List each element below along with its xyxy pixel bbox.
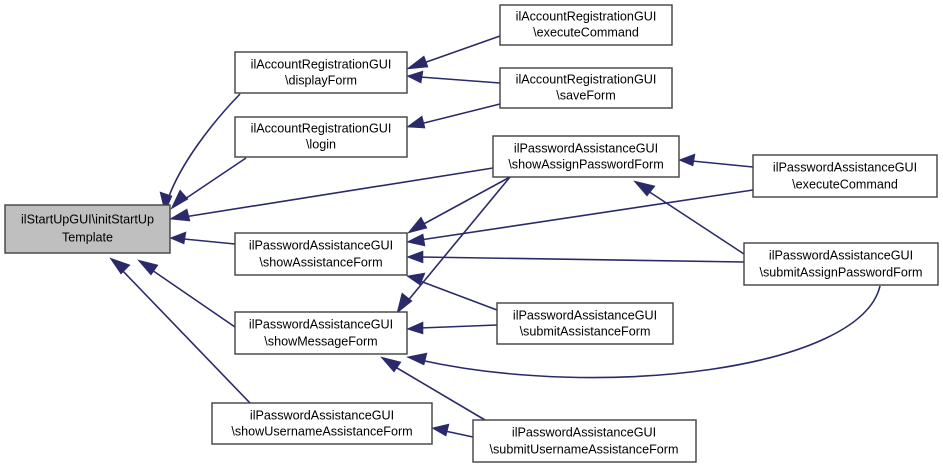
node-arg-display-label-line1: ilAccountRegistrationGUI [251, 57, 392, 71]
node-arg-display[interactable]: ilAccountRegistrationGUI \displayForm [234, 51, 408, 94]
node-pa-submitassist-label-line2: \submitAssistanceForm [520, 324, 651, 338]
edge-arg-execute-to-arg-display [405, 35, 501, 70]
node-pa-showusername[interactable]: ilPasswordAssistanceGUI \showUsernameAss… [211, 402, 433, 445]
node-pa-showassist[interactable]: ilPasswordAssistanceGUI \showAssistanceF… [234, 232, 408, 276]
node-pa-submitassist-box[interactable] [496, 302, 674, 345]
edge-pa-execute-to-pa-showassist [406, 189, 754, 247]
node-pa-execute-box[interactable] [752, 154, 938, 198]
edge-pa-showassign-to-pa-showassist [407, 176, 511, 234]
node-arg-execute[interactable]: ilAccountRegistrationGUI \executeCommand [499, 4, 673, 46]
node-pa-showassign-label-line2: \showAssignPasswordForm [508, 157, 663, 171]
node-pa-submitassign-box[interactable] [743, 242, 939, 286]
node-pa-showassist-box[interactable] [234, 232, 408, 276]
node-pa-showmessage[interactable]: ilPasswordAssistanceGUI \showMessageForm [234, 311, 408, 355]
node-arg-save-box[interactable] [499, 67, 673, 109]
node-pa-submitusername-label-line1: ilPasswordAssistanceGUI [512, 425, 656, 439]
node-arg-login-label-line2: \login [306, 137, 336, 151]
node-pa-showmessage-box[interactable] [234, 311, 408, 355]
edge-arg-save-to-arg-login [406, 103, 501, 129]
node-arg-save-label-line2: \saveForm [556, 88, 615, 102]
node-arg-login-label-line1: ilAccountRegistrationGUI [251, 121, 392, 135]
node-arg-execute-label-line1: ilAccountRegistrationGUI [516, 9, 657, 23]
edge-pa-submitusername-to-pa-showusername [431, 423, 474, 438]
edge-arg-display-to-root [159, 93, 241, 213]
node-pa-showusername-label-line1: ilPasswordAssistanceGUI [250, 408, 394, 422]
node-root-label-line1: ilStartUpGUI\initStartUp [21, 212, 154, 226]
node-pa-submitassign-label-line1: ilPasswordAssistanceGUI [769, 248, 913, 262]
edge-layer [109, 35, 881, 438]
edge-pa-submitassign-to-pa-showassign [633, 180, 745, 255]
node-root-label-line2: Template [62, 230, 113, 244]
edge-pa-showmessage-to-root [137, 259, 236, 328]
node-pa-execute[interactable]: ilPasswordAssistanceGUI \executeCommand [752, 154, 938, 198]
node-pa-showassign[interactable]: ilPasswordAssistanceGUI \showAssignPassw… [492, 135, 680, 178]
node-arg-display-label-line2: \displayForm [285, 73, 357, 87]
node-pa-showassign-box[interactable] [492, 135, 680, 178]
node-arg-execute-label-line2: \executeCommand [533, 25, 639, 39]
node-pa-showassist-label-line2: \showAssistanceForm [259, 255, 382, 269]
node-pa-showassist-label-line1: ilPasswordAssistanceGUI [249, 238, 393, 252]
node-pa-showusername-label-line2: \showUsernameAssistanceForm [231, 424, 412, 438]
edge-pa-submitassist-to-pa-showassist [406, 272, 498, 311]
node-arg-display-box[interactable] [234, 51, 408, 94]
node-pa-submitusername[interactable]: ilPasswordAssistanceGUI \submitUsernameA… [472, 419, 697, 463]
edge-pa-showassist-to-root [169, 231, 236, 245]
edge-pa-submitassign-to-pa-showmessage [406, 285, 881, 379]
node-pa-submitassign[interactable]: ilPasswordAssistanceGUI \submitAssignPas… [743, 242, 939, 286]
node-root[interactable]: ilStartUpGUI\initStartUp Template [4, 204, 171, 254]
node-layer: ilStartUpGUI\initStartUp Template ilAcco… [4, 4, 939, 463]
node-pa-execute-label-line1: ilPasswordAssistanceGUI [773, 160, 917, 174]
edge-arg-login-to-root [170, 157, 247, 210]
node-pa-showmessage-label-line1: ilPasswordAssistanceGUI [249, 317, 393, 331]
edge-pa-submitassign-to-pa-showassist [406, 250, 745, 264]
edge-pa-submitassist-to-pa-showmessage [406, 321, 498, 335]
node-arg-login-box[interactable] [234, 116, 408, 158]
edge-pa-showusername-to-root [109, 257, 251, 404]
node-pa-showmessage-label-line2: \showMessageForm [264, 334, 377, 348]
node-arg-execute-box[interactable] [499, 4, 673, 46]
node-pa-submitassist[interactable]: ilPasswordAssistanceGUI \submitAssistanc… [496, 302, 674, 345]
edge-arg-save-to-arg-display [406, 70, 501, 84]
edge-pa-showassign-to-pa-showmessage [396, 176, 511, 314]
node-pa-submitusername-label-line2: \submitUsernameAssistanceForm [490, 442, 679, 456]
node-arg-save[interactable]: ilAccountRegistrationGUI \saveForm [499, 67, 673, 109]
edge-pa-execute-to-pa-showassign [678, 153, 754, 168]
node-pa-submitassist-label-line1: ilPasswordAssistanceGUI [513, 308, 657, 322]
node-pa-showassign-label-line1: ilPasswordAssistanceGUI [514, 141, 658, 155]
node-pa-execute-label-line2: \executeCommand [792, 177, 898, 191]
edge-pa-submitusername-to-pa-showmessage [380, 356, 486, 421]
edge-pa-showassign-to-root [169, 167, 494, 222]
node-pa-submitassign-label-line2: \submitAssignPasswordForm [759, 265, 922, 279]
node-arg-login[interactable]: ilAccountRegistrationGUI \login [234, 116, 408, 158]
node-pa-submitusername-box[interactable] [472, 419, 697, 463]
node-pa-showusername-box[interactable] [211, 402, 433, 445]
node-arg-save-label-line1: ilAccountRegistrationGUI [516, 72, 657, 86]
node-root-box[interactable] [4, 204, 171, 254]
